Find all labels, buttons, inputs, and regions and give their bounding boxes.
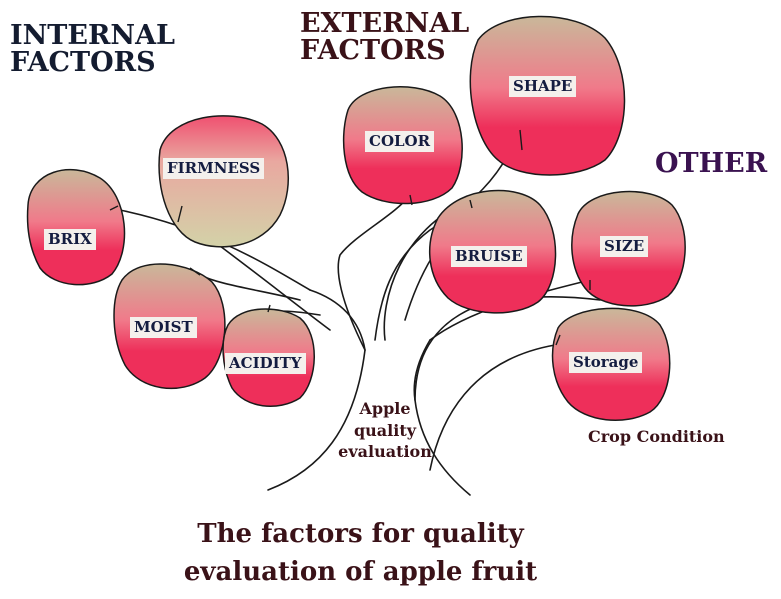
size-label: SIZE	[600, 236, 648, 257]
external-factors-heading: EXTERNAL FACTORS	[300, 10, 469, 64]
internal-factors-heading: INTERNAL FACTORS	[10, 22, 175, 76]
acidity-label: ACIDITY	[225, 353, 306, 374]
trunk-label-line3: evaluation	[330, 441, 440, 463]
crop-condition-label: Crop Condition	[588, 427, 725, 446]
external-heading-line1: EXTERNAL	[300, 10, 469, 37]
apple-brix	[28, 170, 125, 285]
brix-label: BRIX	[44, 229, 96, 250]
caption-line2: evaluation of apple fruit	[0, 556, 751, 589]
internal-heading-line2: FACTORS	[10, 49, 175, 76]
trunk-label-line1: Apple	[330, 398, 440, 420]
moist-label: MOIST	[130, 317, 197, 338]
other-heading: OTHER	[655, 150, 767, 177]
storage-label: Storage	[569, 352, 642, 373]
trunk-label: Apple quality evaluation	[330, 398, 440, 463]
firmness-label: FIRMNESS	[163, 158, 264, 179]
shape-label: SHAPE	[509, 76, 576, 97]
bruise-label: BRUISE	[451, 246, 527, 267]
caption-line1: The factors for quality	[0, 518, 751, 551]
external-heading-line2: FACTORS	[300, 37, 469, 64]
color-label: COLOR	[365, 131, 434, 152]
trunk-label-line2: quality	[330, 420, 440, 442]
apple-firmness	[159, 116, 288, 247]
internal-heading-line1: INTERNAL	[10, 22, 175, 49]
